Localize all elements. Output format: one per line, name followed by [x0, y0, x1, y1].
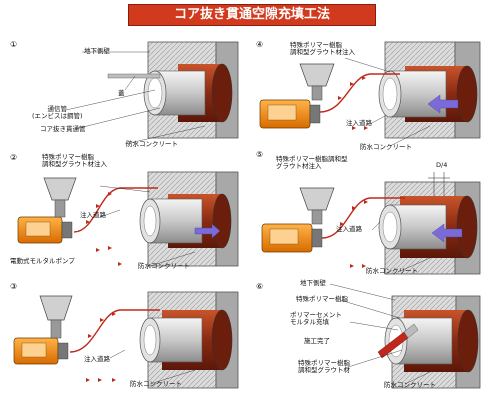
- inner-pipe: [378, 70, 447, 118]
- panel-5-number: ⑤: [256, 150, 264, 159]
- injection-hose: [319, 73, 400, 113]
- panel-1: [65, 41, 239, 145]
- label-done: 施工完了: [304, 337, 330, 345]
- label-concrete: 防水コンクリート: [360, 143, 412, 151]
- panel-6-number: ⑥: [256, 282, 264, 291]
- trowel-icon: [377, 323, 419, 359]
- flow-markers: [340, 200, 368, 268]
- label-mortar: ポリマーセメント モルタル充填: [290, 311, 342, 326]
- label-concrete: 防水コンクリート: [366, 267, 418, 275]
- leader-lines: [99, 185, 196, 267]
- page-title: コア抜き貫通空隙充填工法: [128, 4, 376, 26]
- label-concrete: 防水コンクリート: [126, 140, 178, 148]
- leader-lines: [109, 349, 196, 385]
- label-resin: 特殊ポリマー樹脂 調和型グラウト材注入: [290, 41, 355, 56]
- label-concrete: 防水コンクリート: [384, 381, 436, 389]
- label-resin: 特殊ポリマー樹脂調和型 グラウト材注入: [276, 155, 348, 170]
- small-pipe: [107, 73, 161, 79]
- panel-1-number: ①: [10, 40, 18, 49]
- flow-markers: [86, 192, 122, 266]
- label-grout: 特殊ポリマー樹脂 調和型グラウト材: [298, 359, 350, 374]
- panel-6: [329, 283, 481, 389]
- flow-markers: [338, 76, 368, 130]
- label-concrete: 防水コンクリート: [130, 380, 182, 388]
- pump: [259, 63, 335, 129]
- dimension-d4: [428, 172, 450, 196]
- panel-2-number: ②: [10, 153, 18, 162]
- pump: [13, 295, 73, 365]
- flow-arrow: [431, 223, 463, 243]
- label-route: 注入道路: [336, 225, 362, 233]
- label-route: 注入道路: [80, 211, 106, 219]
- label-core-pipe: コア抜き貫通管: [40, 125, 86, 133]
- leader-lines: [371, 221, 431, 273]
- panel-4: [259, 41, 481, 147]
- leader-lines: [344, 57, 431, 147]
- label-pipe: 通信管 (エンビスは鋼管): [32, 105, 83, 120]
- pump: [17, 177, 77, 244]
- label-pump: 電動式モルタルポンプ: [10, 257, 75, 265]
- inner-pipe: [139, 317, 203, 363]
- panel-3: [13, 291, 239, 389]
- label-underground-wall: 地下側壁: [84, 47, 110, 55]
- injection-hose: [321, 197, 405, 239]
- inner-pipe: [378, 204, 447, 250]
- flow-arrow: [194, 223, 221, 239]
- leader-lines: [65, 51, 206, 145]
- leader-lines: [329, 283, 431, 385]
- panel-2: [17, 171, 239, 267]
- label-dim: D/4: [436, 161, 448, 169]
- label-underground-wall: 地下側壁: [300, 279, 326, 287]
- label-resin: 特殊ポリマー樹脂 調和型グラウト材注入: [42, 153, 107, 168]
- label-route: 注入道路: [346, 119, 372, 127]
- flow-markers: [86, 312, 116, 382]
- flow-arrow: [427, 94, 459, 114]
- label-concrete: 防水コンクリート: [138, 262, 190, 270]
- label-lid: 蓋: [118, 89, 125, 97]
- inner-pipe: [143, 70, 206, 116]
- panel-5: [261, 172, 481, 275]
- inner-pipe: [139, 198, 203, 244]
- label-route: 注入道路: [84, 355, 110, 363]
- panel-4-number: ④: [256, 40, 264, 49]
- label-resin: 特殊ポリマー樹脂: [296, 295, 348, 303]
- injection-hose: [69, 309, 160, 353]
- pump: [261, 187, 335, 253]
- panel-3-number: ③: [10, 282, 18, 291]
